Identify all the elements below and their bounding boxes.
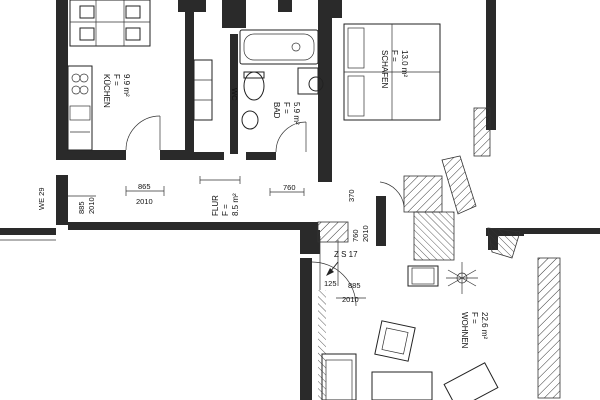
hall-door-width: 760 bbox=[351, 229, 360, 242]
dim-hall-door: 760 2010 bbox=[351, 225, 370, 242]
bedroom-area-label: F = bbox=[390, 50, 399, 62]
dim-entry-door: 885 2010 bbox=[77, 197, 96, 214]
entry-door-width: 885 bbox=[77, 201, 86, 214]
bedroom-name: SCHAFEN bbox=[380, 50, 389, 88]
stair-arrow-icon bbox=[326, 261, 339, 276]
wc-label: WC bbox=[230, 88, 239, 101]
living-name: WOHNEN bbox=[460, 312, 469, 349]
living-area-label: F = bbox=[470, 312, 479, 324]
kitchen-furniture bbox=[67, 0, 213, 151]
kitchen-name: KÜCHEN bbox=[102, 74, 111, 108]
bath-area: 5.9 m² bbox=[292, 102, 301, 125]
room-label-bath: BAD F = 5.9 m² bbox=[272, 102, 301, 125]
living-door-height: 2010 bbox=[342, 295, 359, 304]
hatched-areas bbox=[317, 107, 561, 400]
kitchen-door-width: 865 bbox=[138, 182, 151, 191]
dim-bedroom-door: 370 bbox=[347, 189, 356, 202]
room-label-bedroom: SCHAFEN F = 13.0 m² bbox=[380, 50, 409, 88]
wc-marker: WC bbox=[230, 88, 239, 101]
living-area: 22.6 m² bbox=[480, 312, 489, 339]
room-label-hall: FLUR F = 8.5 m² bbox=[211, 193, 240, 216]
bedroom-furniture bbox=[343, 23, 441, 207]
entrance-label: WE 29 bbox=[37, 187, 46, 210]
hall-door-height: 2010 bbox=[361, 225, 370, 242]
bath-name: BAD bbox=[272, 102, 281, 119]
entry-door-height: 2010 bbox=[87, 197, 96, 214]
living-furniture bbox=[311, 261, 499, 400]
kitchen-area: 9.9 m² bbox=[122, 74, 131, 97]
plant-icon bbox=[446, 262, 478, 294]
bedroom-door-width: 370 bbox=[347, 189, 356, 202]
stair-label: Z S 17 bbox=[334, 250, 358, 259]
kitchen-area-label: F = bbox=[112, 74, 121, 86]
hall-area-label: F = bbox=[221, 204, 230, 216]
bathroom-fixtures bbox=[239, 29, 324, 153]
living-door-offset: 125 bbox=[324, 279, 337, 288]
bath-door-width: 760 bbox=[283, 183, 296, 192]
bath-area-label: F = bbox=[282, 102, 291, 114]
entrance-marker: WE 29 bbox=[37, 187, 46, 210]
dimension-lines bbox=[0, 176, 366, 299]
room-label-kitchen: KÜCHEN F = 9.9 m² bbox=[102, 74, 131, 108]
bedroom-area: 13.0 m² bbox=[400, 50, 409, 77]
living-door-width: 885 bbox=[348, 281, 361, 290]
hall-name: FLUR bbox=[211, 195, 220, 216]
room-label-living: WOHNEN F = 22.6 m² bbox=[460, 312, 489, 349]
hall-area: 8.5 m² bbox=[231, 193, 240, 216]
kitchen-door-height: 2010 bbox=[136, 197, 153, 206]
